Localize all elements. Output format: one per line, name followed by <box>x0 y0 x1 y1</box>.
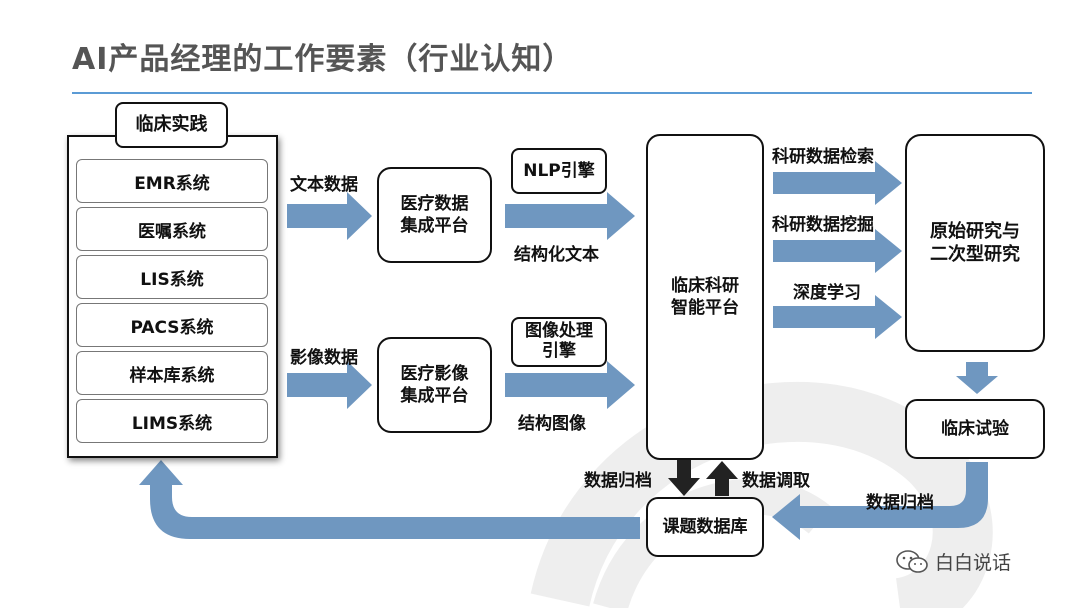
watermark-text: 白白说话 <box>935 552 1012 574</box>
arrow-image-data <box>287 361 372 409</box>
arrow-down-trial <box>956 362 998 394</box>
arrow-structured-text <box>505 192 635 240</box>
arrow-sci-search <box>773 161 902 205</box>
system-lis: LIS系统 <box>76 255 268 299</box>
arrow-deep-learning <box>773 295 902 339</box>
label-retrieve: 数据调取 <box>742 471 810 491</box>
medical-image-platform: 医疗影像 集成平台 <box>377 337 492 433</box>
system-lims: LIMS系统 <box>76 399 268 443</box>
project-database-box: 课题数据库 <box>646 497 764 557</box>
arrow-sci-mining <box>773 229 902 273</box>
system-emr: EMR系统 <box>76 159 268 203</box>
research-types-box: 原始研究与 二次型研究 <box>905 134 1045 352</box>
medical-data-platform: 医疗数据 集成平台 <box>377 167 492 263</box>
label-archive-right: 数据归档 <box>866 493 934 513</box>
image-engine: 图像处理 引擎 <box>511 317 607 367</box>
label-image-data: 影像数据 <box>290 348 358 368</box>
label-sci-mining: 科研数据挖掘 <box>772 215 874 235</box>
arrow-text-data <box>287 192 372 240</box>
system-biobank: 样本库系统 <box>76 351 268 395</box>
arrow-return-trial <box>772 462 988 540</box>
label-sci-search: 科研数据检索 <box>772 147 874 167</box>
label-structured-image: 结构图像 <box>518 414 586 434</box>
title-divider <box>72 92 1032 94</box>
label-deep-learning: 深度学习 <box>793 283 861 303</box>
arrow-structured-image <box>505 361 635 409</box>
label-structured-text: 结构化文本 <box>514 245 599 265</box>
system-pacs: PACS系统 <box>76 303 268 347</box>
clinical-practice-title: 临床实践 <box>115 102 228 148</box>
arrow-archive-down <box>668 460 700 496</box>
system-orders: 医嘱系统 <box>76 207 268 251</box>
watermark: 白白说话 <box>895 548 1011 575</box>
clinical-trial-box: 临床试验 <box>905 399 1045 459</box>
label-archive-left: 数据归档 <box>584 471 652 491</box>
label-text-data: 文本数据 <box>290 175 358 195</box>
arrow-loop-back <box>139 460 640 539</box>
nlp-engine: NLP引擎 <box>511 148 607 194</box>
wechat-icon <box>896 549 928 573</box>
page-title: AI产品经理的工作要素（行业认知） <box>72 42 574 77</box>
clinical-research-platform: 临床科研 智能平台 <box>646 134 764 460</box>
arrow-retrieve-up <box>706 461 738 496</box>
